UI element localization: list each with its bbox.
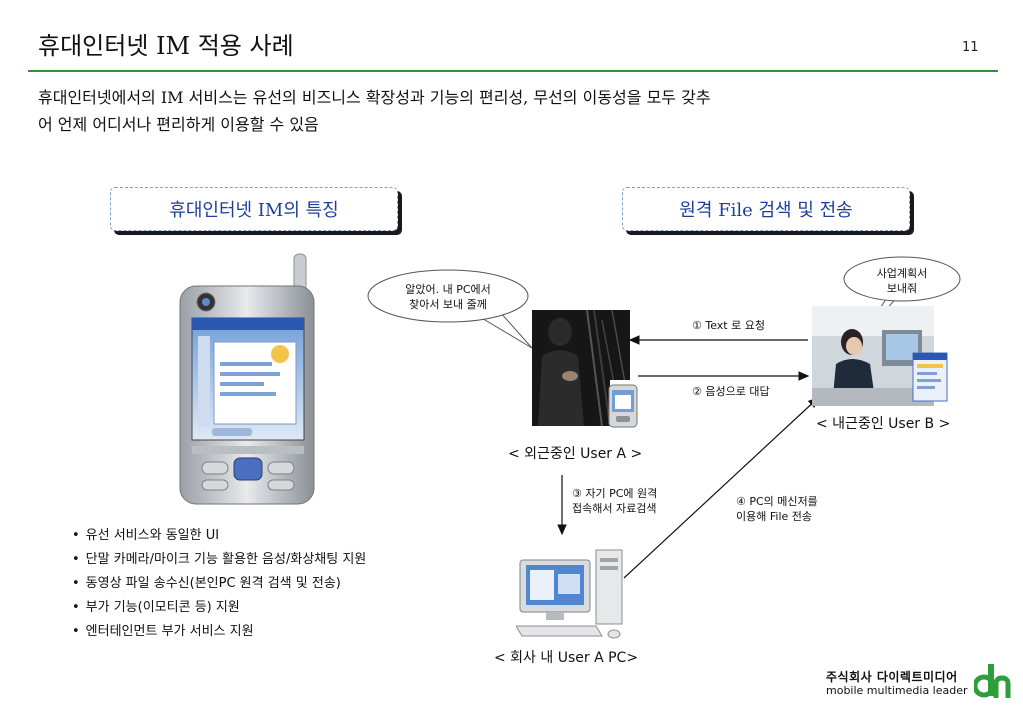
page-number: 11 bbox=[962, 40, 979, 55]
caption-company-pc: < 회사 내 User A PC> bbox=[494, 650, 639, 666]
bubble-user-b-text: 사업계획서 보내줘 bbox=[876, 267, 928, 295]
title-divider bbox=[28, 70, 998, 72]
page-title: 휴대인터넷 IM 적용 사례 bbox=[38, 32, 294, 60]
arrow-file-transfer bbox=[623, 397, 819, 579]
company-logo-icon bbox=[974, 664, 1011, 698]
company-tagline: mobile multimedia leader bbox=[826, 684, 968, 697]
list-item: 동영상 파일 송수신(본인PC 원격 검색 및 전송) bbox=[72, 572, 366, 596]
desktop-pc-image bbox=[516, 549, 623, 639]
right-section-heading: 원격 File 검색 및 전송 bbox=[622, 187, 910, 231]
speech-bubble-user-a bbox=[367, 269, 533, 349]
left-section-heading-label: 휴대인터넷 IM의 특징 bbox=[169, 200, 339, 221]
list-item: 단말 카메라/마이크 기능 활용한 음성/화상채팅 지원 bbox=[72, 548, 367, 572]
company-name-ko: 주식회사 다이렉트미디어 bbox=[826, 670, 958, 684]
list-item: 부가 기능(이모티콘 등) 지원 bbox=[72, 596, 366, 620]
step4-label: ④ PC의 메신저를 이용해 File 전송 bbox=[736, 495, 818, 523]
step1-label: ① Text 로 요청 bbox=[692, 319, 765, 332]
messenger-window-icon bbox=[912, 352, 948, 402]
caption-user-b: < 내근중인 User B > bbox=[816, 416, 951, 432]
pda-device-image bbox=[179, 253, 315, 505]
right-section-heading-label: 원격 File 검색 및 전송 bbox=[679, 200, 853, 221]
step3-label: ③ 자기 PC에 원격 접속해서 자료검색 bbox=[572, 487, 658, 515]
caption-user-a: < 외근중인 User A > bbox=[508, 446, 643, 462]
feature-list: 유선 서비스와 동일한 UI 단말 카메라/마이크 기능 활용한 음성/화상채팅… bbox=[72, 524, 367, 644]
bubble-user-a-text: 알았어. 내 PC에서 찾아서 보내 줄께 bbox=[405, 283, 491, 311]
list-item: 유선 서비스와 동일한 UI bbox=[72, 524, 366, 548]
small-pda-icon bbox=[608, 384, 638, 428]
list-item: 엔터테인먼트 부가 서비스 지원 bbox=[72, 620, 366, 644]
intro-text: 휴대인터넷에서의 IM 서비스는 유선의 비즈니스 확장성과 기능의 편리성, … bbox=[38, 88, 711, 134]
left-section-heading: 휴대인터넷 IM의 특징 bbox=[110, 187, 398, 231]
step2-label: ② 음성으로 대답 bbox=[692, 385, 770, 398]
